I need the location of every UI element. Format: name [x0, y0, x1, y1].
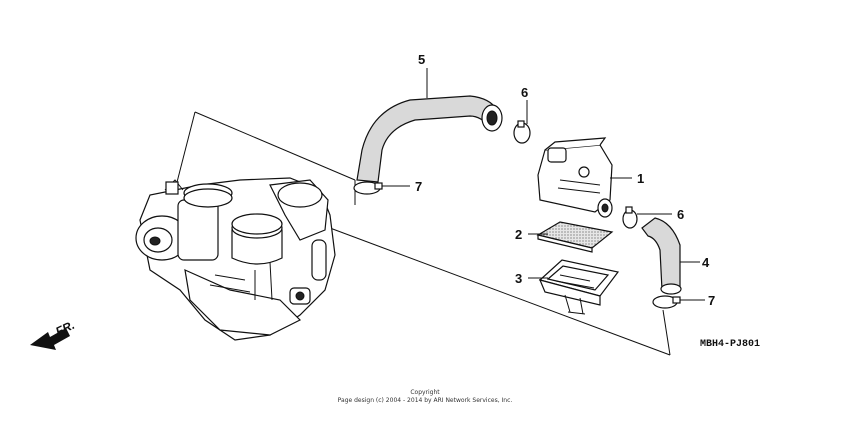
- callout-6-lower: 6: [677, 207, 684, 222]
- clamp-part-6-lower: [622, 206, 638, 229]
- filter-case-part-3: [538, 259, 620, 315]
- callout-4: 4: [702, 255, 710, 270]
- callout-2: 2: [515, 227, 522, 242]
- clamp-part-6-upper: [513, 120, 531, 144]
- callout-7-lower: 7: [708, 293, 715, 308]
- callout-3: 3: [515, 271, 522, 286]
- callout-1: 1: [637, 171, 644, 186]
- callout-7-upper: 7: [415, 179, 422, 194]
- leader-lines: [382, 68, 705, 301]
- diagram-code: MBH4-PJ801: [700, 339, 760, 350]
- front-direction-arrow-icon: [30, 328, 70, 350]
- engine-carburetor-assembly: [135, 177, 336, 341]
- hose-part-4: [641, 217, 682, 295]
- callout-6-upper: 6: [521, 85, 528, 100]
- hose-part-5: [356, 95, 503, 183]
- callout-5: 5: [418, 52, 425, 67]
- clamp-part-7-lower: [652, 295, 681, 309]
- assembly-frame-lines: [174, 111, 671, 356]
- copyright-notice: Page design (c) 2004 - 2014 by ARI Netwo…: [337, 397, 513, 404]
- air-case-part-1: [537, 137, 613, 218]
- copyright-title: Copyright: [410, 389, 440, 396]
- clamp-part-7-upper: [353, 181, 383, 195]
- front-direction-label: FR.: [53, 318, 76, 339]
- filter-element-part-2: [536, 221, 614, 253]
